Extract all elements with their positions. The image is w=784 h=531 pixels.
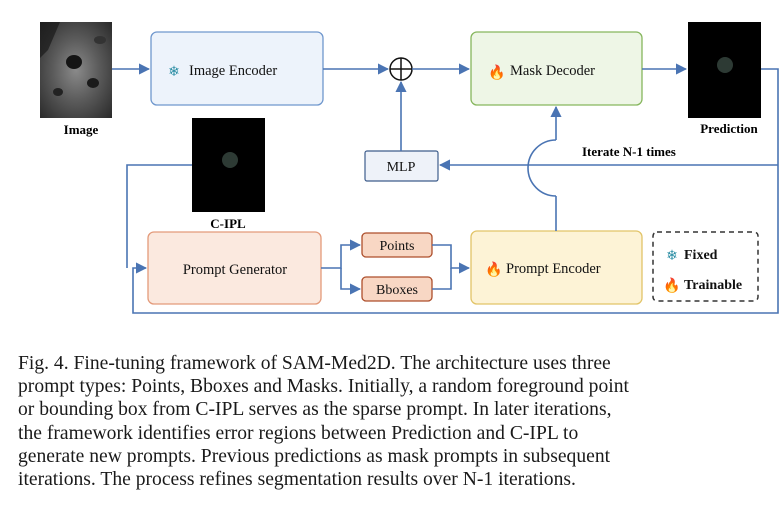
iterate-label: Iterate N-1 times bbox=[582, 144, 676, 159]
bboxes-block: Bboxes bbox=[361, 276, 433, 302]
connectors bbox=[112, 63, 779, 314]
prediction-label: Prediction bbox=[700, 121, 758, 136]
caption-line: Fig. 4. Fine-tuning framework of SAM-Med… bbox=[18, 353, 611, 374]
legend: ❄ Fixed 🔥 Trainable bbox=[652, 231, 759, 302]
flame-icon: 🔥 bbox=[663, 277, 680, 294]
prompt-encoder-label: Prompt Encoder bbox=[506, 261, 601, 277]
input-image bbox=[40, 22, 112, 118]
caption-line: prompt types: Points, Bboxes and Masks. … bbox=[18, 376, 629, 398]
snowflake-icon: ❄ bbox=[168, 64, 180, 80]
figure-caption: Fig. 4. Fine-tuning framework of SAM-Med… bbox=[18, 352, 770, 491]
points-block: Points bbox=[361, 232, 433, 258]
mask-decoder-label: Mask Decoder bbox=[510, 63, 595, 79]
prompt-generator-label: Prompt Generator bbox=[183, 262, 287, 278]
plus-node bbox=[389, 57, 413, 81]
caption-line: or bounding box from C-IPL serves as the… bbox=[18, 399, 612, 421]
flame-icon: 🔥 bbox=[485, 261, 502, 278]
legend-fixed-label: Fixed bbox=[684, 248, 718, 263]
points-label: Points bbox=[379, 239, 414, 254]
bboxes-label: Bboxes bbox=[376, 283, 418, 298]
legend-trainable-label: Trainable bbox=[684, 278, 742, 293]
mlp-label: MLP bbox=[387, 160, 416, 175]
mlp-block: MLP bbox=[364, 150, 439, 182]
image-label: Image bbox=[64, 122, 99, 137]
image-encoder-block: ❄ Image Encoder bbox=[150, 31, 324, 106]
caption-line: the framework identifies error regions b… bbox=[18, 422, 579, 444]
cipl-label: C-IPL bbox=[210, 216, 246, 231]
prompt-generator-block: Prompt Generator bbox=[147, 231, 322, 305]
caption-line: iterations. The process refines segmenta… bbox=[18, 469, 576, 491]
flame-icon: 🔥 bbox=[488, 64, 505, 81]
mask-decoder-block: 🔥 Mask Decoder bbox=[470, 31, 643, 106]
cipl-mask bbox=[192, 118, 265, 212]
caption-line: generate new prompts. Previous predictio… bbox=[18, 445, 611, 467]
prompt-encoder-block: 🔥 Prompt Encoder bbox=[470, 230, 643, 305]
snowflake-icon: ❄ bbox=[666, 248, 678, 264]
prediction-mask bbox=[688, 22, 761, 118]
image-encoder-label: Image Encoder bbox=[189, 63, 277, 79]
framework-diagram: Image ❄ Image Encoder 🔥 Mask Decoder Pre… bbox=[40, 22, 779, 314]
